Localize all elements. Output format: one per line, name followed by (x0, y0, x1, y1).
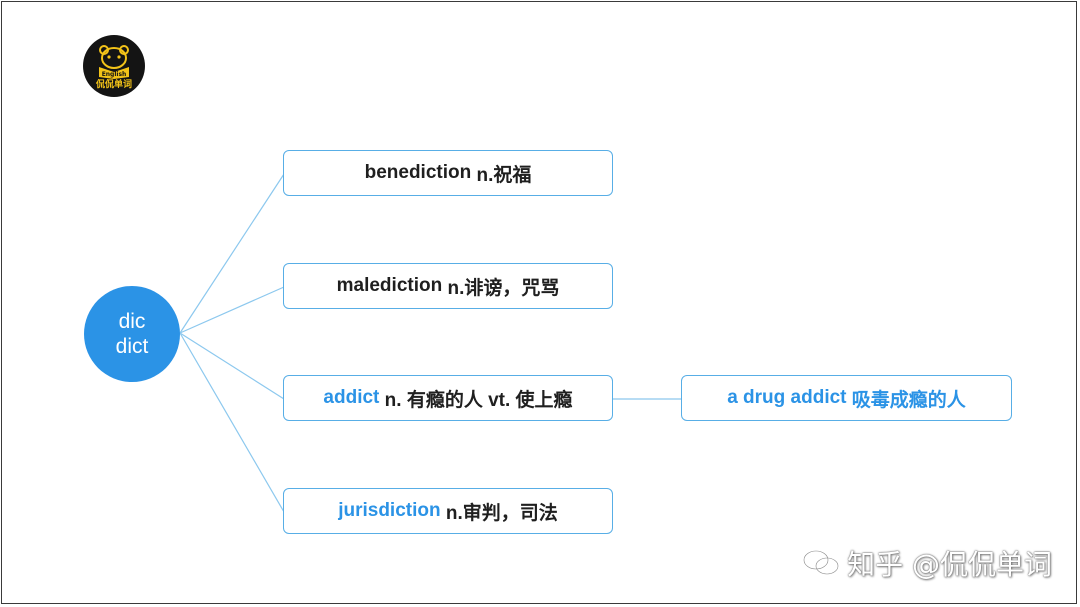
branch-node-addict: addict n. 有瘾的人 vt. 使上瘾 (283, 375, 613, 421)
branch-keyword: addict (323, 387, 380, 408)
root-line2: dict (115, 335, 149, 358)
logo-text: 侃侃单词 (95, 79, 132, 90)
logo-badge: English (102, 71, 127, 78)
watermark: 知乎 @侃侃单词 (801, 543, 1052, 583)
bear-reading-book-icon: English (99, 44, 129, 79)
edge-root-addict (179, 332, 285, 400)
edge-root-benediction (179, 173, 285, 334)
branch-node-benediction: benediction n.祝福 (283, 150, 613, 196)
branch-node-malediction: malediction n.诽谤，咒骂 (283, 263, 613, 309)
example-node-drug-addict: a drug addict 吸毒成瘾的人 (681, 375, 1012, 421)
root-line1: dic (118, 310, 146, 333)
edge-root-jurisdiction (179, 332, 285, 513)
branch-word: benediction (364, 162, 472, 183)
edge-root-malediction (179, 286, 285, 334)
branch-word: malediction (336, 275, 443, 296)
root-node: dic dict (84, 286, 180, 382)
example-keyword: a drug addict (727, 387, 847, 408)
watermark-text: 知乎 @侃侃单词 (847, 548, 1052, 581)
example-meaning: 吸毒成瘾的人 (846, 389, 966, 411)
branch-meaning: n.审判，司法 (440, 502, 558, 524)
brand-logo: English 侃侃单词 (83, 35, 145, 97)
branch-meaning: n.诽谤，咒骂 (442, 277, 560, 299)
branch-keyword: jurisdiction (338, 500, 441, 521)
branch-meaning: n. 有瘾的人 vt. 使上瘾 (379, 389, 573, 411)
wechat-icon (803, 550, 840, 575)
branch-node-jurisdiction: jurisdiction n.审判，司法 (283, 488, 613, 534)
branch-meaning: n.祝福 (471, 164, 532, 186)
